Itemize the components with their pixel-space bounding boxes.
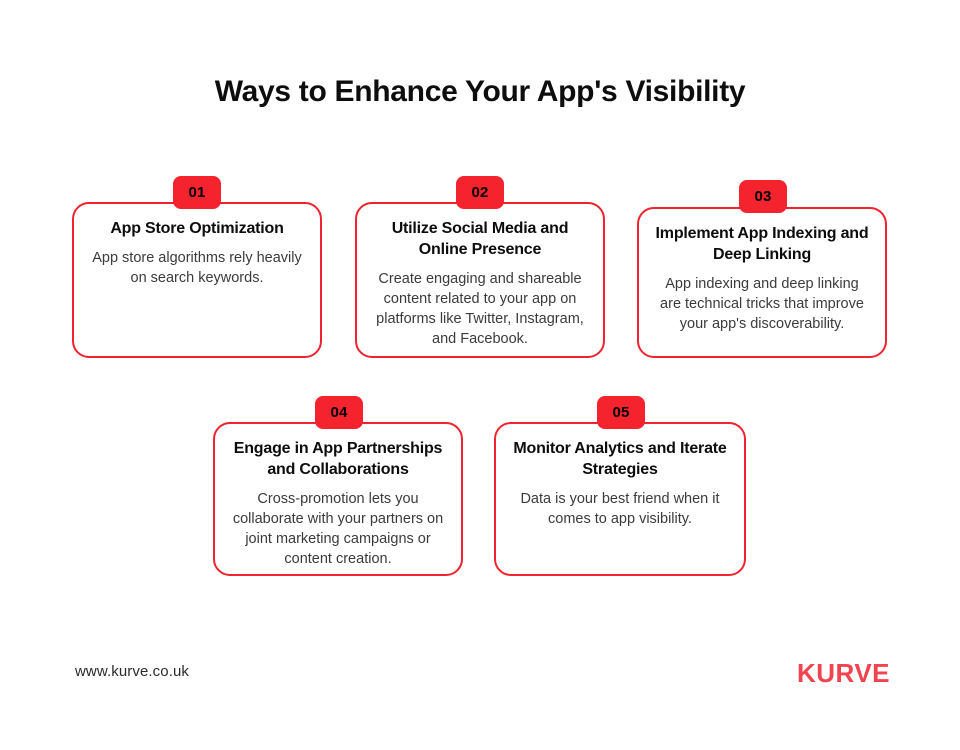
card-02: Utilize Social Media and Online Presence… [355,202,605,358]
footer-website-url: www.kurve.co.uk [75,663,190,680]
card-number-badge-01: 01 [173,176,221,209]
card-02-body: Create engaging and shareable content re… [376,271,584,347]
card-number-badge-03: 03 [739,180,787,213]
card-number-badge-04: 04 [315,396,363,429]
kurve-logo: KURVE [796,658,890,688]
card-number-badge-05: 05 [597,396,645,429]
card-03-title: Implement App Indexing and Deep Linking [655,225,869,263]
card-01-title: App Store Optimization [110,220,284,237]
card-01-body: App store algorithms rely heavily on sea… [92,250,302,286]
card-03: Implement App Indexing and Deep Linking … [637,207,887,358]
page-title: Ways to Enhance Your App's Visibility [214,75,746,108]
card-05-body: Data is your best friend when it comes t… [520,491,720,527]
card-03-body: App indexing and deep linking are techni… [660,276,864,332]
card-04: Engage in App Partnerships and Collabora… [213,422,463,576]
card-02-title: Utilize Social Media and Online Presence [391,220,569,258]
card-01: App Store Optimization App store algorit… [72,202,322,358]
card-04-title: Engage in App Partnerships and Collabora… [233,440,443,478]
card-05: Monitor Analytics and Iterate Strategies… [494,422,746,576]
card-number-badge-02: 02 [456,176,504,209]
card-04-body: Cross-promotion lets you collaborate wit… [232,491,444,567]
card-05-title: Monitor Analytics and Iterate Strategies [513,440,727,478]
